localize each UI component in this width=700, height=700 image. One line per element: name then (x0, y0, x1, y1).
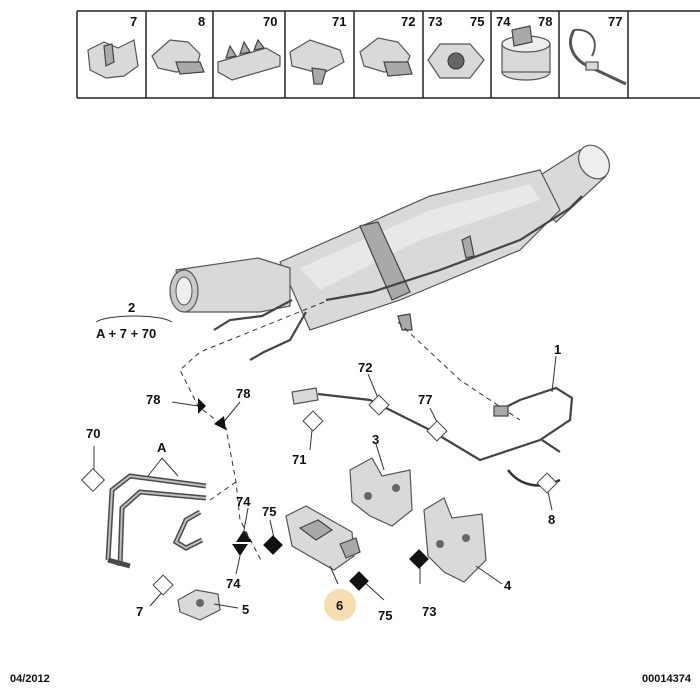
marker-72 (368, 394, 390, 416)
particulate-filter-assembly (169, 144, 611, 361)
marker-74-upper (236, 530, 252, 542)
marker-8 (536, 472, 558, 494)
callout-numbers: 1 3 4 5 6 7 8 70 A 71 72 73 74 74 75 75 … (86, 342, 561, 623)
clip-8-icon (151, 39, 205, 75)
nut-73-75-icon (427, 43, 485, 79)
header-label-73: 73 (428, 14, 442, 29)
callout-leaders (93, 355, 557, 609)
sensor-line-1 (291, 386, 574, 462)
header-label-7: 7 (130, 14, 137, 29)
callout-8: 8 (548, 512, 555, 527)
callout-6: 6 (336, 598, 343, 613)
group-number: 2 (128, 300, 135, 315)
callout-4: 4 (504, 578, 512, 593)
header-label-75: 75 (470, 14, 484, 29)
collar-74-78-icon (501, 25, 551, 81)
marker-70 (80, 467, 106, 493)
pressure-sensor-6 (285, 505, 361, 571)
header-label-71: 71 (332, 14, 346, 29)
callout-71: 71 (292, 452, 306, 467)
part-6-highlight (324, 589, 356, 621)
footer-reference: 00014374 (642, 673, 692, 685)
callout-72: 72 (358, 360, 372, 375)
callout-73: 73 (422, 604, 436, 619)
marker-75-lower (349, 571, 369, 591)
callout-3: 3 (372, 432, 379, 447)
callout-A: A (157, 440, 167, 455)
marker-7 (152, 574, 174, 596)
footer-date: 04/2012 (10, 673, 50, 685)
header-label-77: 77 (608, 14, 622, 29)
clip-7-icon (87, 39, 139, 79)
comb-clip-70-icon (217, 38, 281, 81)
header-label-78: 78 (538, 14, 552, 29)
header-label-70: 70 (263, 14, 277, 29)
callout-5: 5 (242, 602, 249, 617)
callout-1: 1 (554, 342, 561, 357)
bracket-5 (177, 589, 221, 621)
callout-78-right: 78 (236, 386, 250, 401)
clip-71-icon (289, 39, 345, 85)
marker-73 (409, 549, 429, 569)
marker-78-right (214, 416, 226, 430)
group-formula: A + 7 + 70 (96, 326, 156, 341)
bracket-3 (349, 457, 413, 527)
marker-75-upper (263, 535, 283, 555)
callout-74-upper: 74 (236, 494, 251, 509)
marker-78-left (198, 398, 206, 414)
vacuum-hoses-a (105, 473, 207, 569)
callout-74-lower: 74 (226, 576, 241, 591)
callout-70: 70 (86, 426, 100, 441)
group-2-label: 2 A + 7 + 70 (95, 300, 173, 341)
callout-75-lower: 75 (378, 608, 392, 623)
bracket-4 (423, 497, 487, 583)
marker-71 (302, 410, 324, 432)
callout-78-left: 78 (146, 392, 160, 407)
callout-77: 77 (418, 392, 432, 407)
dashed-leader-lines (179, 301, 521, 563)
clip-72-icon (359, 37, 413, 77)
marker-77 (426, 420, 448, 442)
cable-tie-77-icon (569, 28, 627, 86)
callout-75-upper: 75 (262, 504, 276, 519)
header-label-72: 72 (401, 14, 415, 29)
attachment-markers (80, 394, 558, 596)
header-label-74: 74 (496, 14, 511, 29)
callout-7: 7 (136, 604, 143, 619)
header-label-8: 8 (198, 14, 205, 29)
parts-header-strip: 7 8 70 71 72 73 75 74 78 77 (76, 10, 700, 99)
marker-74-lower (232, 544, 248, 556)
